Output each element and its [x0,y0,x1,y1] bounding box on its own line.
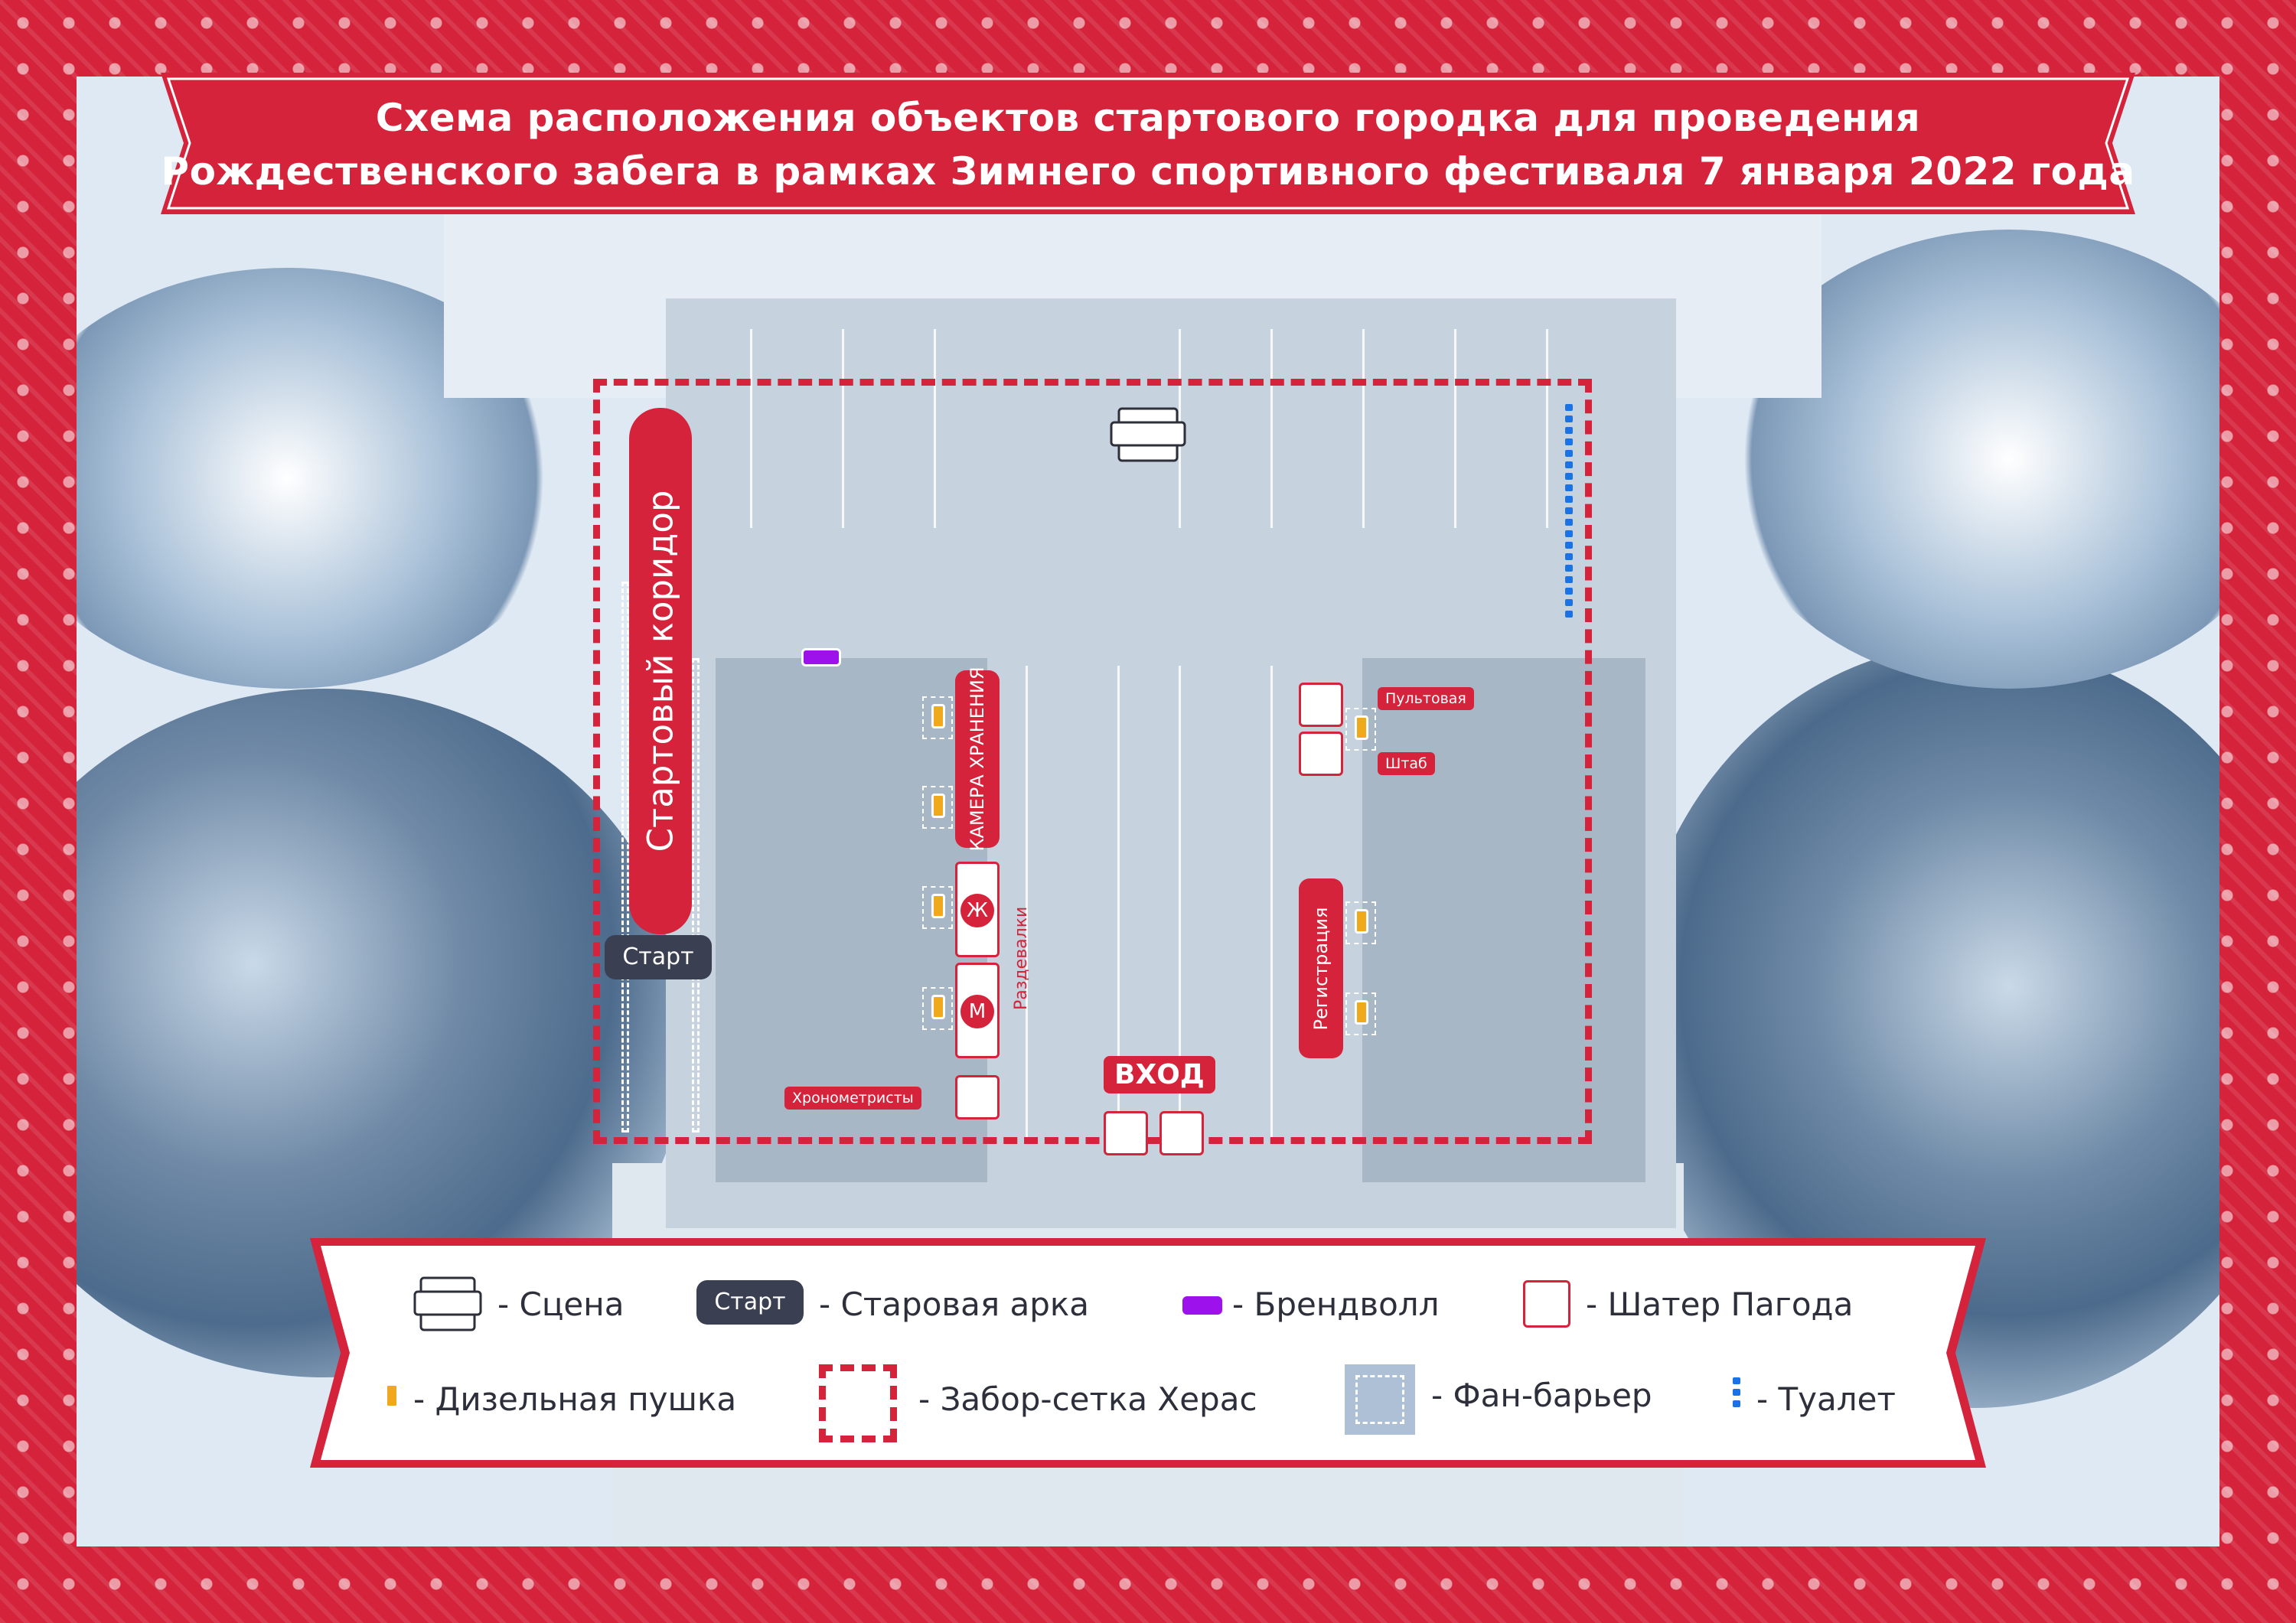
legend-fence-icon [819,1364,897,1442]
changing-rooms-label: Раздевалки [1012,906,1031,1010]
legend-toilet-icon [1733,1377,1740,1407]
legend-arch-text: - Старовая арка [819,1286,1090,1323]
diesel-enclosure [1345,901,1376,944]
legend-diesel-icon [385,1383,399,1408]
control-room-label: Пультовая [1378,687,1474,710]
diesel-enclosure [1345,992,1376,1035]
legend-diesel-text: - Дизельная пушка [413,1380,737,1418]
toilet-unit [1565,519,1573,526]
parking-stripe [1362,329,1365,528]
diesel-heater-marker [1355,909,1368,934]
timekeepers-label: Хронометристы [784,1087,921,1110]
diesel-enclosure [922,886,953,929]
diesel-enclosure [922,696,953,739]
registration-label: Регистрация [1310,907,1332,1030]
luggage-storage-label: КАМЕРА ХРАНЕНИЯ [967,666,988,852]
legend-toilet-unit [1733,1377,1740,1384]
toilet-unit [1565,565,1573,572]
legend-arch-badge: Старт [696,1280,804,1325]
legend-fan-barrier-dash [1355,1375,1404,1424]
parking-stripe [1270,329,1273,528]
entry-label: ВХОД [1104,1056,1215,1093]
legend-fan-barrier-icon [1345,1364,1415,1435]
toilet-unit [1565,473,1573,480]
control-room-tent [1299,683,1343,727]
heras-fence-perimeter [593,379,1592,1144]
parking-stripe [1454,329,1456,528]
title-banner: Схема расположения объектов стартового г… [138,73,2158,214]
diesel-heater-marker [931,995,945,1019]
stage-icon [1110,407,1186,462]
legend-tent-text: - Шатер Пагода [1586,1286,1854,1323]
locker-men-badge: М [960,995,994,1028]
legend-toilet-unit [1733,1400,1740,1407]
toilet-unit [1565,438,1573,445]
title-line-1: Схема расположения объектов стартового г… [375,96,1921,140]
legend-arch-badge-text: Старт [714,1289,786,1315]
legend-stage-icon [413,1276,482,1331]
start-corridor-label: Стартовый коридор [640,490,681,852]
legend-brandwall-text: - Брендволл [1232,1286,1440,1323]
legend-panel: - Сцена Старт - Старовая арка - Брендвол… [310,1238,1986,1468]
parking-stripe [750,329,752,528]
parking-stripe [1546,329,1548,528]
entry-tent-right [1159,1111,1204,1155]
parking-stripe [1117,666,1120,1140]
hq-tent [1299,732,1343,776]
start-arch: Старт [605,935,712,979]
legend-tent-icon [1523,1280,1570,1328]
diesel-enclosure [1345,708,1376,751]
entry-tent-left [1104,1111,1148,1155]
diesel-heater-marker [931,894,945,918]
start-arch-label: Старт [622,943,694,970]
hq-label: Штаб [1378,752,1435,775]
toilet-unit [1565,599,1573,606]
toilet-unit [1565,588,1573,595]
parking-stripe [1026,666,1028,1140]
title-line-2: Рождественского забега в рамках Зимнего … [161,149,2135,194]
parking-stripe [1179,666,1181,1140]
toilet-unit [1565,553,1573,560]
registration-tent: Регистрация [1299,878,1343,1058]
parking-stripe [934,329,936,528]
toilet-unit [1565,576,1573,583]
brandwall-marker [801,648,841,666]
legend-fan-barrier-text: - Фан-барьер [1431,1377,1652,1414]
diesel-heater-marker [1355,715,1368,740]
toilet-unit [1565,507,1573,514]
diesel-heater-marker [931,704,945,728]
locker-women-badge: Ж [960,894,994,927]
parking-stripe [842,329,844,528]
parking-stripe [1270,666,1273,1140]
fan-barrier-corridor-left [621,582,629,1133]
toilet-unit [1565,484,1573,491]
diesel-heater-marker [1355,1000,1368,1025]
legend-toilet-text: - Туалет [1756,1380,1896,1418]
luggage-storage-tent: КАМЕРА ХРАНЕНИЯ [955,666,1000,852]
legend-toilet-unit [1733,1389,1740,1396]
legend-stage-text: - Сцена [497,1286,625,1323]
toilet-unit [1565,404,1573,411]
toilet-unit [1565,496,1573,503]
lawn-right [1362,658,1645,1182]
timekeepers-tent [955,1075,1000,1119]
start-corridor: Стартовый коридор [629,408,692,934]
banner-ribbon-shape [161,73,2135,214]
diesel-enclosure [922,786,953,829]
toilet-row [1565,404,1574,621]
toilet-unit [1565,542,1573,549]
fan-barrier-corridor-right [692,658,700,1133]
toilet-unit [1565,427,1573,434]
toilet-unit [1565,611,1573,618]
toilet-unit [1565,416,1573,422]
diesel-heater-marker [931,794,945,818]
toilet-unit [1565,450,1573,457]
legend-fence-text: - Забор-сетка Херас [918,1380,1257,1418]
toilet-unit [1565,461,1573,468]
legend-ribbon-shape [310,1238,1986,1468]
diesel-enclosure [922,987,953,1030]
legend-brandwall-icon [1182,1296,1222,1315]
toilet-unit [1565,530,1573,537]
